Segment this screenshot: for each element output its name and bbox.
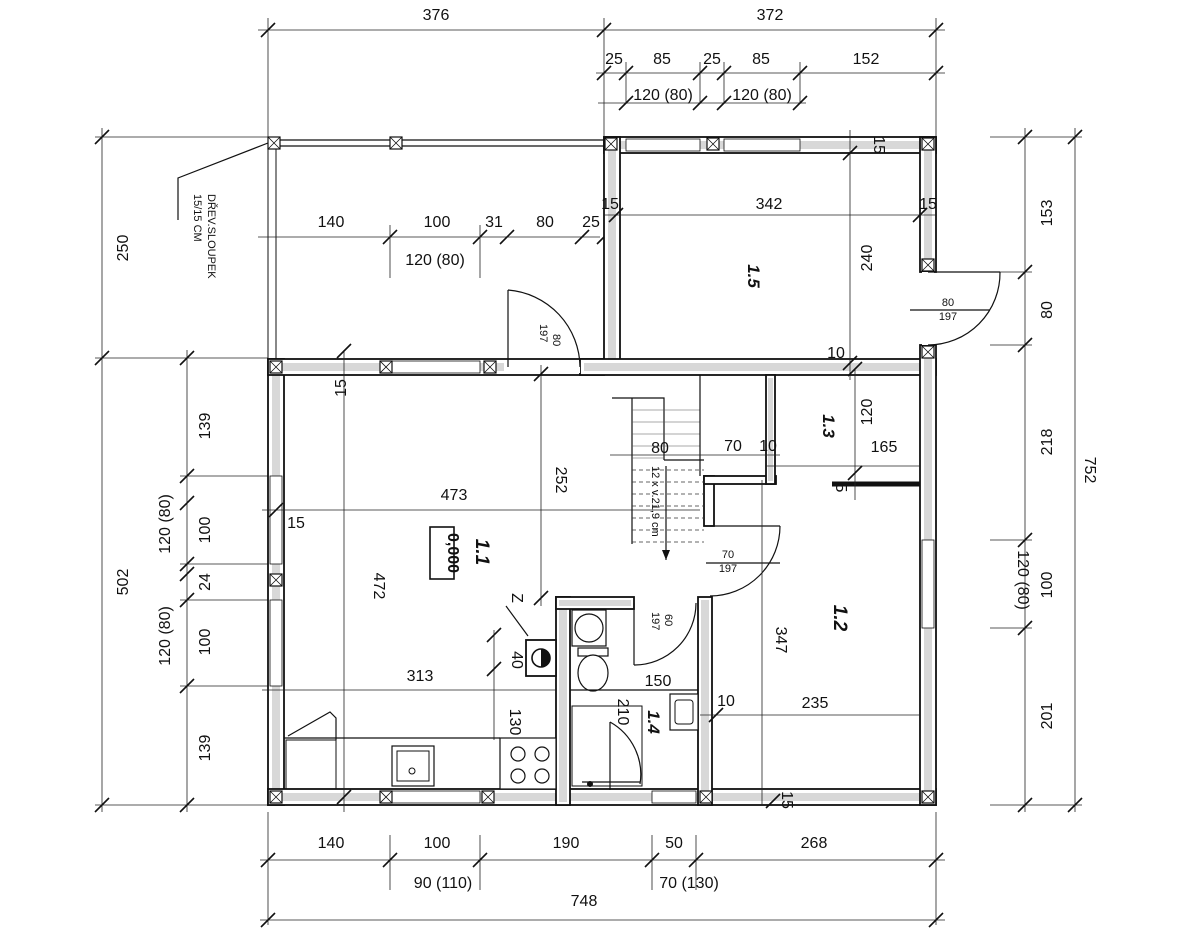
porch-door-197: 197	[537, 324, 549, 342]
room15-dim-10: 10	[827, 345, 845, 362]
top-dim-376: 376	[423, 7, 450, 24]
room15-dim-342: 342	[756, 196, 783, 213]
stairs-note: 12 x v.21,9 cm	[649, 466, 661, 537]
bath-dim-150: 150	[645, 673, 672, 690]
post-note-line1: DŘEV.SLOUPEK	[205, 194, 218, 279]
room13-dim-120: 120	[859, 399, 876, 426]
room13-dim-5: 5	[832, 484, 849, 493]
room15-dim-15c: 15	[870, 136, 887, 154]
porch-dim-25: 25	[582, 214, 600, 231]
left-dim-139b: 139	[197, 735, 214, 762]
left-dim-120-80b: 120 (80)	[157, 606, 174, 666]
room12-dim-347: 347	[772, 627, 789, 654]
room11-dim-472: 472	[370, 573, 387, 600]
top-dim-85b: 85	[752, 51, 770, 68]
room-1-1: 473 15 15 472 252 313 40 130 Z 0,000 1.1	[262, 343, 700, 812]
room12-dim-235: 235	[802, 695, 829, 712]
stairs-dim-80: 80	[651, 440, 669, 457]
room-1-2-label: 1.2	[829, 605, 850, 632]
room-1-5-label: 1.5	[744, 264, 763, 288]
room11-dim-130: 130	[506, 709, 523, 736]
room11-dim-252: 252	[552, 467, 569, 494]
room11-dim-313: 313	[407, 668, 434, 685]
room11-dim-z: Z	[508, 593, 525, 603]
bottom-dim-90-110: 90 (110)	[414, 875, 472, 892]
left-dim-502: 502	[115, 569, 132, 596]
left-dim-250: 250	[115, 235, 132, 262]
room-1-4-label: 1.4	[644, 710, 663, 734]
room13-dim-165: 165	[871, 439, 898, 456]
hall-door-70: 70	[722, 549, 734, 561]
room-1-4: 150 210 1.4	[570, 609, 699, 790]
room-1-3: 120 165 5 1.3	[766, 361, 920, 500]
top-dim-120-80a: 120 (80)	[633, 87, 693, 104]
top-dim-25b: 25	[703, 51, 721, 68]
porch-dim-80: 80	[536, 214, 554, 231]
bottom-dim-100: 100	[424, 835, 451, 852]
hall-door-197: 197	[719, 563, 737, 575]
bottom-dim-70-130: 70 (130)	[659, 875, 719, 892]
doors: 80 197 80 197 70 197 60 197	[507, 271, 1001, 666]
porch-door-80: 80	[550, 334, 562, 346]
walls	[267, 136, 937, 806]
room-1-2: 347 10 235 15 1.2	[700, 480, 920, 809]
room15-door-80: 80	[942, 297, 954, 309]
right-dim-100: 100	[1039, 572, 1056, 599]
left-dim-24: 24	[197, 573, 214, 591]
left-dim-100b: 100	[197, 629, 214, 656]
left-dim-139a: 139	[197, 413, 214, 440]
right-dim-80: 80	[1039, 301, 1056, 319]
porch-dim-100: 100	[424, 214, 451, 231]
left-dim-120-80a: 120 (80)	[157, 494, 174, 554]
room-1-5: 15 342 15 240 10 15 1.5	[601, 130, 937, 380]
post-note-line2: 15/15 CM	[191, 194, 203, 242]
top-dim-152: 152	[853, 51, 880, 68]
post-note: DŘEV.SLOUPEK 15/15 CM	[177, 142, 269, 279]
room-1-1-label: 1.1	[471, 539, 492, 565]
room15-dim-15a: 15	[601, 196, 619, 213]
room15-door-197: 197	[939, 311, 957, 323]
room15-dim-15b: 15	[919, 196, 937, 213]
porch: 140 100 31 80 25 120 (80)	[258, 136, 612, 360]
bath-dim-210: 210	[614, 699, 631, 726]
bottom-dimensions: 140 100 190 50 268 90 (110) 70 (130) 748	[260, 812, 945, 928]
right-dim-201: 201	[1039, 703, 1056, 730]
right-dimensions: 153 80 218 120 (80) 100 201 752	[990, 128, 1098, 813]
bottom-dim-140: 140	[318, 835, 345, 852]
room12-dim-10: 10	[717, 693, 735, 710]
left-dimensions: 250 502 139 120 (80) 100 24 120 (80) 100…	[94, 128, 270, 813]
bottom-dim-748: 748	[571, 893, 598, 910]
porch-dim-120-80: 120 (80)	[405, 252, 465, 269]
bottom-dim-50: 50	[665, 835, 683, 852]
room11-dim-15a: 15	[333, 379, 350, 397]
top-dim-120-80b: 120 (80)	[732, 87, 792, 104]
left-dim-100a: 100	[197, 517, 214, 544]
bottom-dim-190: 190	[553, 835, 580, 852]
bath-door-60: 60	[662, 614, 674, 626]
top-dim-372: 372	[757, 7, 784, 24]
room15-dim-240: 240	[859, 245, 876, 272]
right-dim-120-80: 120 (80)	[1014, 550, 1031, 610]
room11-dim-473: 473	[441, 487, 468, 504]
room11-dim-15b: 15	[287, 515, 305, 532]
stairs-dim-10: 10	[759, 438, 777, 455]
porch-dim-31: 31	[485, 214, 503, 231]
top-dimensions: 376 372 25 85 25 85 152 120 (80) 120 (80…	[258, 7, 945, 140]
right-dim-752: 752	[1081, 457, 1098, 484]
porch-dim-140: 140	[318, 214, 345, 231]
top-dim-85a: 85	[653, 51, 671, 68]
stairs: 80 70 10 12 x v.21,9 cm	[610, 375, 780, 560]
bottom-dim-268: 268	[801, 835, 828, 852]
room11-dim-40: 40	[508, 651, 525, 669]
level-marker: 0,000	[444, 533, 461, 573]
bath-door-197: 197	[649, 612, 661, 630]
stairs-dim-70: 70	[724, 438, 742, 455]
right-dim-218: 218	[1039, 429, 1056, 456]
top-dim-25a: 25	[605, 51, 623, 68]
right-dim-153: 153	[1039, 200, 1056, 227]
room12-dim-15: 15	[778, 791, 795, 809]
room-1-3-label: 1.3	[819, 414, 838, 438]
